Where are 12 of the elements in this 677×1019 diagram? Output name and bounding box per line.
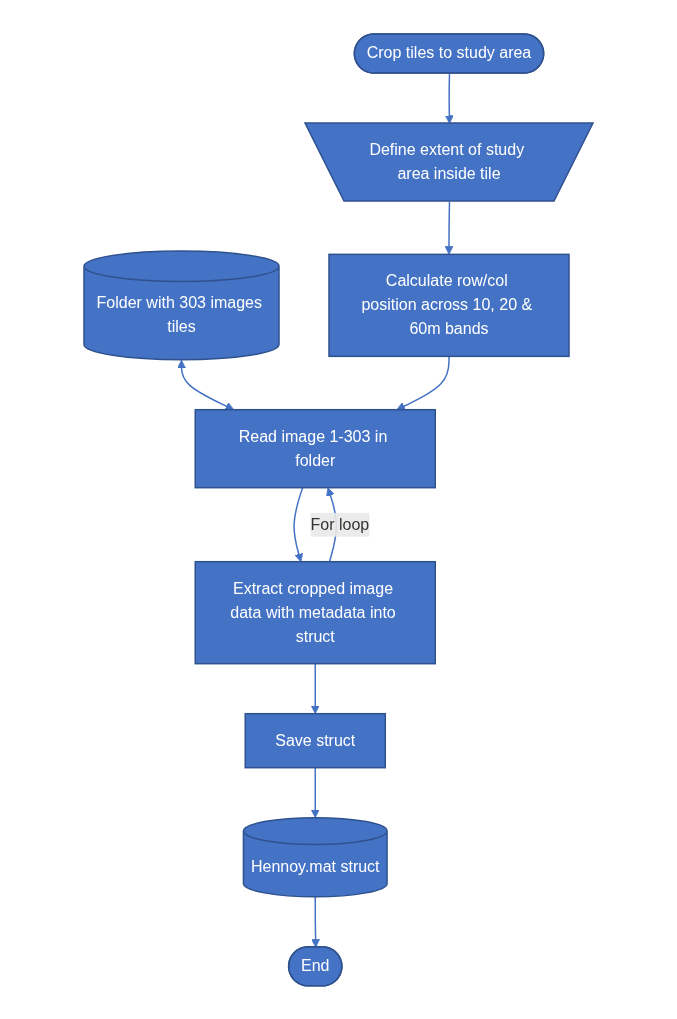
- node-box: Read image 1-303 in folder: [194, 408, 436, 489]
- node-box: Save struct: [244, 712, 386, 769]
- arrow: [177, 359, 235, 410]
- arrow: [310, 766, 320, 818]
- edge-label: For loop: [310, 515, 370, 533]
- node-box: Extract cropped image data with metadata into struct: [194, 560, 436, 665]
- arrow: [310, 662, 320, 714]
- arrow: [293, 486, 304, 562]
- node-box: Calculate row/col position across 10, 20 & 60m bands: [328, 253, 570, 357]
- arrow: [444, 200, 454, 255]
- arrow: [311, 895, 320, 948]
- arrow: [396, 355, 450, 410]
